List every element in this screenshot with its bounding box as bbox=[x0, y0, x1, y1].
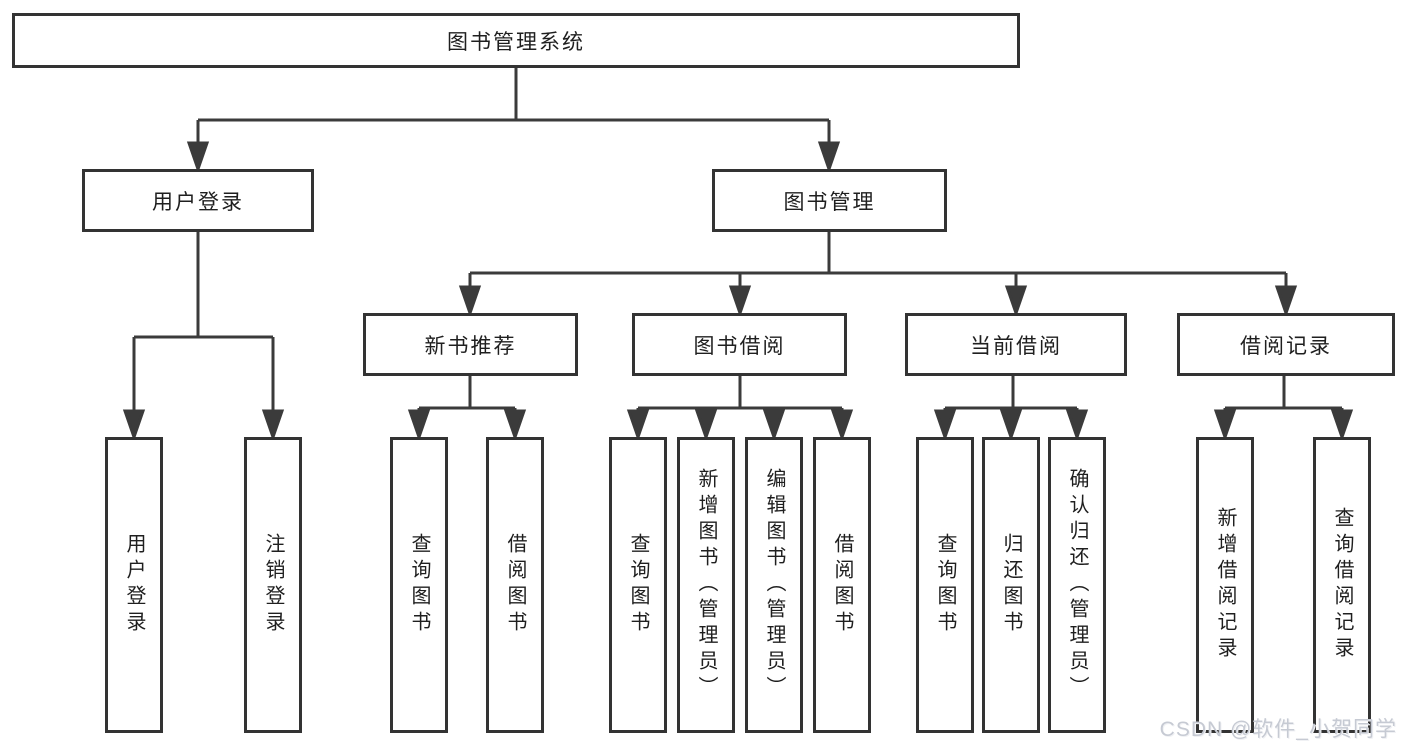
arrow-down-icon bbox=[1213, 409, 1237, 442]
leaf-query-books-recommend: 查询图书 bbox=[390, 437, 448, 733]
leaf-add-borrow-record: 新增借阅记录 bbox=[1196, 437, 1254, 733]
node-borrowing-records: 借阅记录 bbox=[1177, 313, 1395, 376]
arrow-down-icon bbox=[817, 141, 841, 174]
arrow-down-icon bbox=[503, 409, 527, 442]
arrow-down-icon bbox=[728, 285, 752, 318]
leaf-query-books-current: 查询图书 bbox=[916, 437, 974, 733]
arrow-down-icon bbox=[830, 409, 854, 442]
node-book-borrowing: 图书借阅 bbox=[632, 313, 847, 376]
arrow-down-icon bbox=[458, 285, 482, 318]
connector-user-login-group bbox=[122, 232, 285, 442]
leaf-borrow-books-recommend: 借阅图书 bbox=[486, 437, 544, 733]
arrow-down-icon bbox=[407, 409, 431, 442]
leaf-query-borrow-record: 查询借阅记录 bbox=[1313, 437, 1371, 733]
leaf-borrow-books: 借阅图书 bbox=[813, 437, 871, 733]
connector-new-book-group bbox=[407, 376, 527, 442]
arrow-down-icon bbox=[694, 409, 718, 442]
arrow-down-icon bbox=[999, 409, 1023, 442]
leaf-user-login: 用户登录 bbox=[105, 437, 163, 733]
arrow-down-icon bbox=[1330, 409, 1354, 442]
node-new-book-recommendation: 新书推荐 bbox=[363, 313, 578, 376]
leaf-add-book-admin: 新增图书（管理员） bbox=[677, 437, 735, 733]
arrow-down-icon bbox=[933, 409, 957, 442]
arrow-down-icon bbox=[1065, 409, 1089, 442]
leaf-confirm-return-admin: 确认归还（管理员） bbox=[1048, 437, 1106, 733]
leaf-edit-book-admin: 编辑图书（管理员） bbox=[745, 437, 803, 733]
arrow-down-icon bbox=[626, 409, 650, 442]
arrow-down-icon bbox=[186, 141, 210, 174]
arrow-down-icon bbox=[122, 409, 146, 442]
node-book-management: 图书管理 bbox=[712, 169, 947, 232]
connector-current-borrow-group bbox=[933, 376, 1089, 442]
node-root-system-title: 图书管理系统 bbox=[12, 13, 1020, 68]
arrow-down-icon bbox=[762, 409, 786, 442]
node-current-borrowing: 当前借阅 bbox=[905, 313, 1127, 376]
arrow-down-icon bbox=[1274, 285, 1298, 318]
arrow-down-icon bbox=[261, 409, 285, 442]
connector-book-borrow-group bbox=[626, 376, 854, 442]
connector-borrow-records-group bbox=[1213, 376, 1354, 442]
connector-book-management-group bbox=[458, 232, 1298, 318]
leaf-logout: 注销登录 bbox=[244, 437, 302, 733]
node-user-login: 用户登录 bbox=[82, 169, 314, 232]
csdn-watermark: CSDN @软件_小贺同学 bbox=[1159, 718, 1397, 741]
leaf-query-books-borrow: 查询图书 bbox=[609, 437, 667, 733]
arrow-down-icon bbox=[1004, 285, 1028, 318]
leaf-return-books: 归还图书 bbox=[982, 437, 1040, 733]
connector-root-to-level2 bbox=[186, 68, 841, 174]
